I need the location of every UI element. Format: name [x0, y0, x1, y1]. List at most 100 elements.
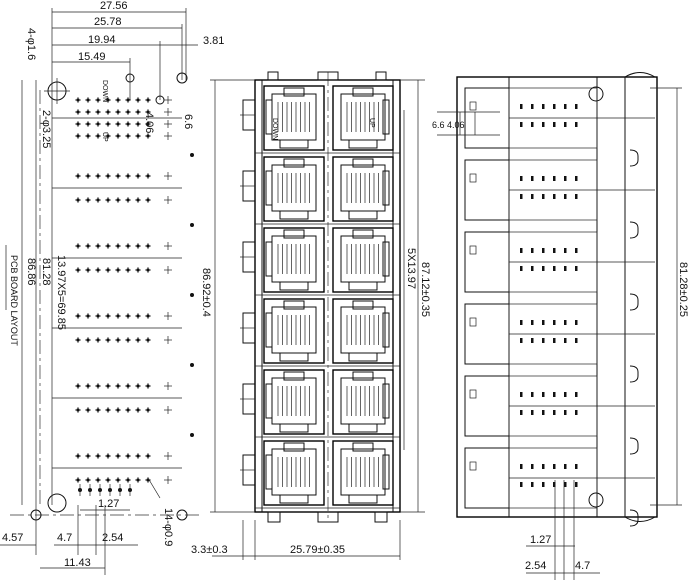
- pcb-layout-view: 27.56 25.78 19.94 15.49 3.81 4-φ1.6 2-φ3…: [0, 0, 224, 575]
- side-tab: [629, 509, 639, 527]
- port-tab: [348, 210, 378, 220]
- pin-dot: [86, 122, 90, 126]
- pin-dot: [96, 384, 100, 388]
- side-pin: [564, 482, 567, 487]
- rj45-port: [332, 298, 394, 364]
- side-view: 6.6 4.06 81.28±0.25 1.27 2.54 4.7: [432, 72, 689, 580]
- pin-dot: [136, 110, 140, 114]
- port-tab: [348, 139, 378, 149]
- side-tab: [629, 149, 639, 167]
- side-led: [469, 461, 477, 471]
- port-latch: [283, 87, 305, 97]
- side-hole-bottom: [588, 492, 604, 508]
- front-view: DOWN UP 86.92±0.4 5X13.97 87.12±0.35 3.3…: [191, 71, 431, 560]
- pin-dot: [96, 268, 100, 272]
- dim-1-27-right: 1.27: [530, 534, 551, 546]
- rj45-port: [263, 227, 325, 293]
- pin-dot: [76, 268, 80, 272]
- pin-dot: [106, 244, 110, 248]
- dim-81-28-right: 81.28±0.25: [677, 262, 689, 317]
- side-pin: [564, 392, 567, 397]
- side-pin: [531, 266, 534, 271]
- pin-dot: [76, 478, 80, 482]
- side-pin: [531, 194, 534, 199]
- side-pin: [531, 320, 534, 325]
- top-dimension-lines: [51, 8, 198, 110]
- dim-81-28: 81.28: [40, 258, 52, 286]
- side-hole-top: [588, 86, 604, 102]
- port-outline: [263, 440, 325, 506]
- side-pin: [531, 104, 534, 109]
- side-led: [469, 317, 477, 327]
- pin-dot: [96, 134, 100, 138]
- pin-dot: [106, 198, 110, 202]
- dim-4-57: 4.57: [2, 532, 23, 544]
- dim-13-97x5: 13.97X5=69.85: [55, 255, 67, 330]
- pin-dot: [146, 268, 150, 272]
- pin-dot: [86, 478, 90, 482]
- pin-dot: [136, 198, 140, 202]
- port-tab: [348, 423, 378, 433]
- rj45-port: [332, 156, 394, 222]
- pin-dot: [116, 314, 120, 318]
- port-latch: [283, 229, 305, 239]
- side-led: [469, 389, 477, 399]
- pin-dot: [76, 98, 80, 102]
- side-pin: [542, 194, 545, 199]
- side-pin: [564, 248, 567, 253]
- pin-dot: [126, 110, 130, 114]
- side-pin: [520, 248, 523, 253]
- side-cell-left: [464, 303, 510, 365]
- pin-dot: [146, 244, 150, 248]
- pin-dot: [146, 98, 150, 102]
- side-pin: [553, 338, 556, 343]
- side-pin: [542, 482, 545, 487]
- side-pin: [553, 104, 556, 109]
- side-pin: [553, 464, 556, 469]
- led-window: [265, 312, 273, 348]
- side-pin: [553, 194, 556, 199]
- led-window: [382, 241, 390, 277]
- pin-dot: [146, 110, 150, 114]
- side-pin: [520, 392, 523, 397]
- pin-dot: [86, 134, 90, 138]
- pin-dot: [106, 478, 110, 482]
- pin-dot: [116, 338, 120, 342]
- led-window: [382, 99, 390, 135]
- pin-dot: [96, 122, 100, 126]
- pin-dot: [136, 174, 140, 178]
- side-pin: [531, 464, 534, 469]
- pin-dot: [146, 338, 150, 342]
- dim-5x13-97: 5X13.97: [405, 248, 417, 289]
- dim-6-6-left: 6.6: [182, 114, 194, 129]
- dim-25-79: 25.79±0.35: [290, 544, 345, 556]
- pin-dot: [136, 134, 140, 138]
- dim-2-pin: 2-φ3.25: [40, 110, 52, 148]
- pin-dot: [76, 134, 80, 138]
- pin-dot: [96, 408, 100, 412]
- port-latch: [352, 442, 374, 452]
- port-outline: [263, 227, 325, 293]
- rj45-port: [263, 298, 325, 364]
- side-port-cells: [464, 87, 655, 509]
- led-window: [265, 170, 273, 206]
- pin-dot: [106, 122, 110, 126]
- pin-dot: [76, 454, 80, 458]
- dim-4-7-left: 4.7: [57, 532, 72, 544]
- pin-dot: [126, 98, 130, 102]
- port-latch: [352, 229, 374, 239]
- pin-dot: [106, 338, 110, 342]
- dim-19-94: 19.94: [88, 34, 116, 46]
- leader-line: [147, 477, 161, 499]
- side-pin: [553, 122, 556, 127]
- dim-15-49: 15.49: [78, 51, 106, 63]
- led-window: [265, 383, 273, 419]
- side-pin: [564, 122, 567, 127]
- side-pin: [575, 176, 578, 181]
- edge-mark: [190, 223, 194, 227]
- port-latch: [352, 158, 374, 168]
- dim-4-hole: 4-φ1.6: [25, 28, 37, 60]
- side-pin: [542, 410, 545, 415]
- side-pin: [564, 176, 567, 181]
- port-tab: [279, 494, 309, 504]
